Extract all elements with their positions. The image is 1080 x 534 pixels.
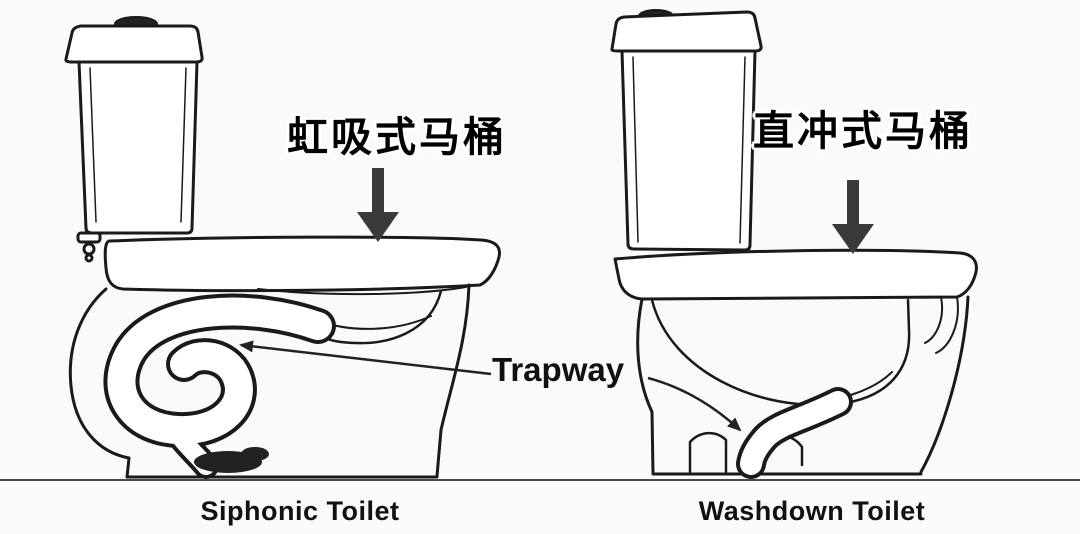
trapway-label: Trapway (492, 351, 625, 388)
washdown-trapway-shape (736, 387, 853, 479)
trapway-arrow-right-icon (647, 376, 742, 432)
siphonic-down-arrow-icon (357, 168, 399, 242)
washdown-toilet-illustration (610, 9, 978, 479)
washdown-down-arrow-icon (832, 180, 874, 254)
ground-line (0, 479, 1080, 481)
trapway-arrow-left-icon (239, 340, 492, 376)
siphonic-cn-label: 虹吸式马桶 (287, 114, 507, 160)
washdown-cn-label: 直冲式马桶 (753, 108, 973, 154)
siphonic-toilet-illustration (64, 16, 501, 479)
siphonic-en-label: Siphonic Toilet (200, 496, 400, 526)
siphonic-trapway-shape (103, 293, 336, 479)
washdown-en-label: Washdown Toilet (698, 496, 926, 526)
